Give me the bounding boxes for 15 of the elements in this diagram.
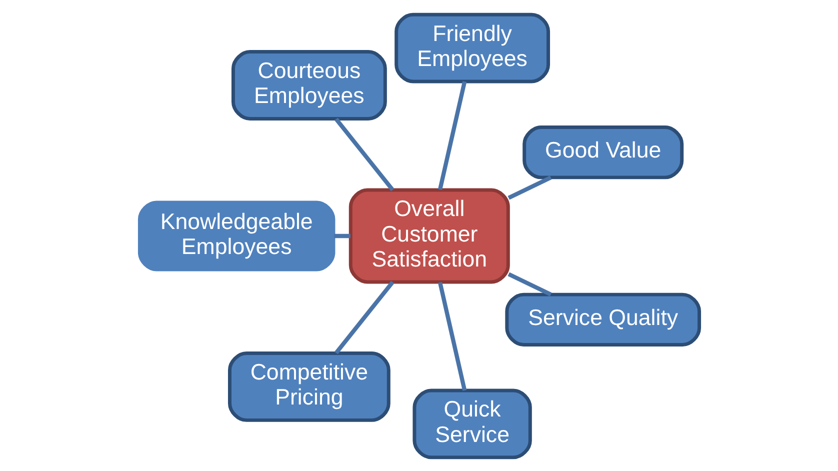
connector bbox=[507, 175, 552, 200]
node-box: Quick Service bbox=[412, 388, 532, 459]
connector bbox=[437, 80, 466, 190]
node-box: Courteous Employees bbox=[230, 50, 386, 120]
connector bbox=[334, 117, 394, 191]
node-box: Competitive Pricing bbox=[228, 351, 390, 422]
node-box: Good Value bbox=[522, 125, 684, 179]
node-box: Service Quality bbox=[504, 292, 701, 346]
connector bbox=[334, 280, 394, 354]
node-box: Friendly Employees bbox=[394, 12, 550, 83]
node-box: Overall Customer Satisfaction bbox=[348, 188, 510, 284]
connector bbox=[507, 272, 552, 296]
connector bbox=[334, 233, 350, 238]
connector bbox=[437, 282, 466, 390]
node-box: Knowledgeable Employees bbox=[137, 200, 335, 271]
